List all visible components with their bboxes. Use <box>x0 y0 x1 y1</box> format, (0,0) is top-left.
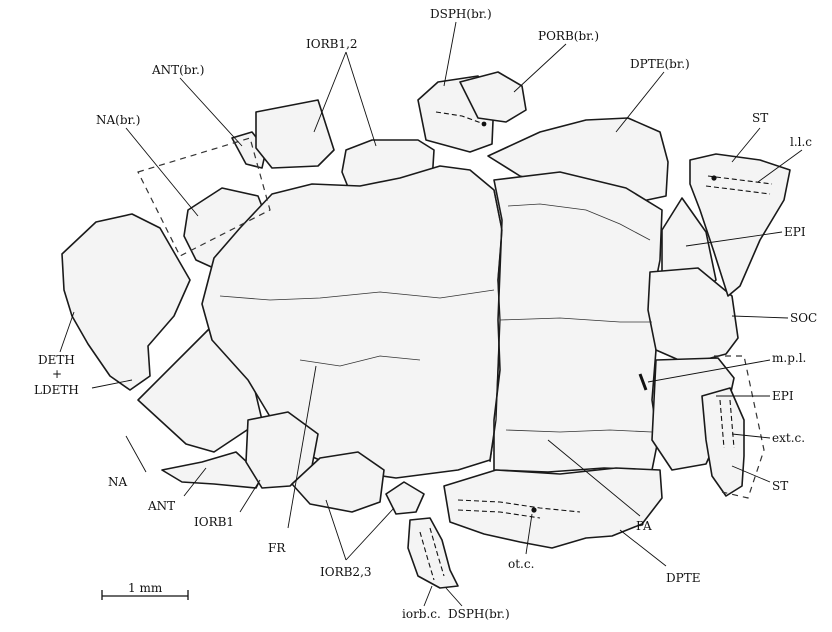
label-scale: 1 mm <box>128 581 163 595</box>
label-st-bottom: ST <box>772 479 788 493</box>
label-llc: l.l.c <box>790 135 812 149</box>
dsph-broken-bottom-bone <box>408 518 458 588</box>
label-na: NA <box>108 475 128 489</box>
leader-iorb12-b <box>346 52 376 146</box>
leader-ant-br <box>180 78 242 146</box>
label-deth: DETH <box>38 353 75 367</box>
leader-iorb23-b <box>346 508 394 560</box>
label-iorb1: IORB1 <box>194 515 234 529</box>
label-iorb12: IORB1,2 <box>306 37 358 51</box>
label-iorbc: iorb.c. <box>402 607 441 621</box>
otc-pore <box>531 507 536 512</box>
leader-dpte <box>620 530 666 566</box>
label-epi-top: EPI <box>784 225 806 239</box>
dsph-top-pore <box>482 122 487 127</box>
leader-st-top <box>732 128 760 162</box>
label-dsph-bottom: DSPH(br.) <box>448 607 510 621</box>
label-dpte-br: DPTE(br.) <box>630 57 690 71</box>
label-soc: SOC <box>790 311 817 325</box>
leader-iorb12-a <box>314 52 346 132</box>
leader-dsph-top <box>444 22 456 86</box>
leader-iorbc <box>424 586 432 606</box>
label-plus: + <box>52 367 62 381</box>
deth-ldeth-bone <box>62 214 190 390</box>
label-ant: ANT <box>147 499 175 513</box>
leader-na <box>126 436 146 472</box>
label-dpte: DPTE <box>666 571 700 585</box>
leader-dsph-bottom <box>446 588 462 606</box>
label-fr: FR <box>268 541 286 555</box>
label-porb: PORB(br.) <box>538 29 599 43</box>
label-dsph-top: DSPH(br.) <box>430 7 492 21</box>
label-mpl: m.p.l. <box>772 351 806 365</box>
iorb3-bone <box>386 482 424 514</box>
leader-na-br <box>126 128 198 216</box>
label-st-top: ST <box>752 111 768 125</box>
label-pa: PA <box>636 519 652 533</box>
label-extc: ext.c. <box>772 431 805 445</box>
leader-porb <box>514 44 566 92</box>
label-iorb23: IORB2,3 <box>320 565 372 579</box>
label-na-br: NA(br.) <box>96 113 140 127</box>
leader-soc <box>732 316 788 318</box>
label-epi-bottom: EPI <box>772 389 794 403</box>
label-ldeth: LDETH <box>34 383 79 397</box>
label-ant-br: ANT(br.) <box>151 63 204 77</box>
label-otc: ot.c. <box>508 557 534 571</box>
leader-deth <box>60 312 74 352</box>
dpte-bottom-bone <box>444 468 662 548</box>
llc-pore <box>711 175 716 180</box>
